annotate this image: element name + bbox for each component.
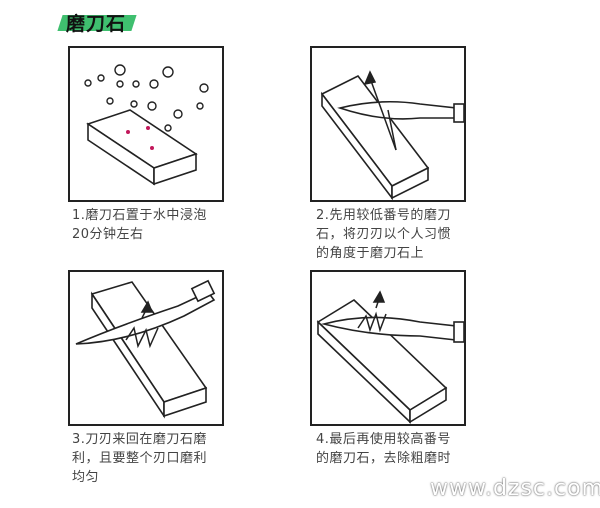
whetstone-icon: [86, 109, 198, 186]
step2-illustration: [310, 46, 466, 202]
step4-illustration: [310, 270, 466, 426]
angle-arrow-icon: [363, 70, 397, 151]
caption-line: 1.磨刀石置于水中浸泡: [72, 208, 207, 223]
caption-line: 的磨刀石，去除粗磨时: [316, 451, 452, 466]
caption-line: 均匀: [72, 470, 100, 485]
section-title: 磨刀石: [57, 8, 140, 35]
step2-caption: 2.先用较低番号的磨刀 石，将刃刃以个人习惯 的角度于磨刀石上: [316, 206, 451, 263]
step1-caption: 1.磨刀石置于水中浸泡 20分钟左右: [72, 206, 207, 244]
zigzag-motion-icon: [357, 290, 387, 333]
caption-line: 利，且要整个刃口磨利: [72, 451, 208, 466]
caption-line: 20分钟左右: [72, 227, 144, 242]
water-bubbles-icon: [84, 64, 209, 132]
caption-line: 石，将刃刃以个人习惯: [316, 227, 452, 242]
step3-caption: 3.刀刃来回在磨刀石磨 利，且要整个刃口磨利 均匀: [72, 430, 207, 487]
knife-icon: [337, 100, 465, 123]
zigzag-motion-icon: [125, 300, 159, 349]
step1-illustration: [68, 46, 224, 202]
whetstone-icon: [320, 74, 430, 201]
step4-caption: 4.最后再使用较高番号 的磨刀石，去除粗磨时: [316, 430, 451, 468]
caption-line: 3.刀刃来回在磨刀石磨: [72, 432, 207, 447]
caption-line: 4.最后再使用较高番号: [316, 432, 451, 447]
title-text: 磨刀石: [66, 13, 127, 35]
caption-line: 2.先用较低番号的磨刀: [316, 208, 451, 223]
knife-icon: [75, 279, 216, 345]
step3-illustration: [68, 270, 224, 426]
caption-line: 的角度于磨刀石上: [316, 246, 425, 261]
knife-icon: [320, 316, 465, 343]
site-watermark: www.dzsc.com: [430, 476, 600, 501]
